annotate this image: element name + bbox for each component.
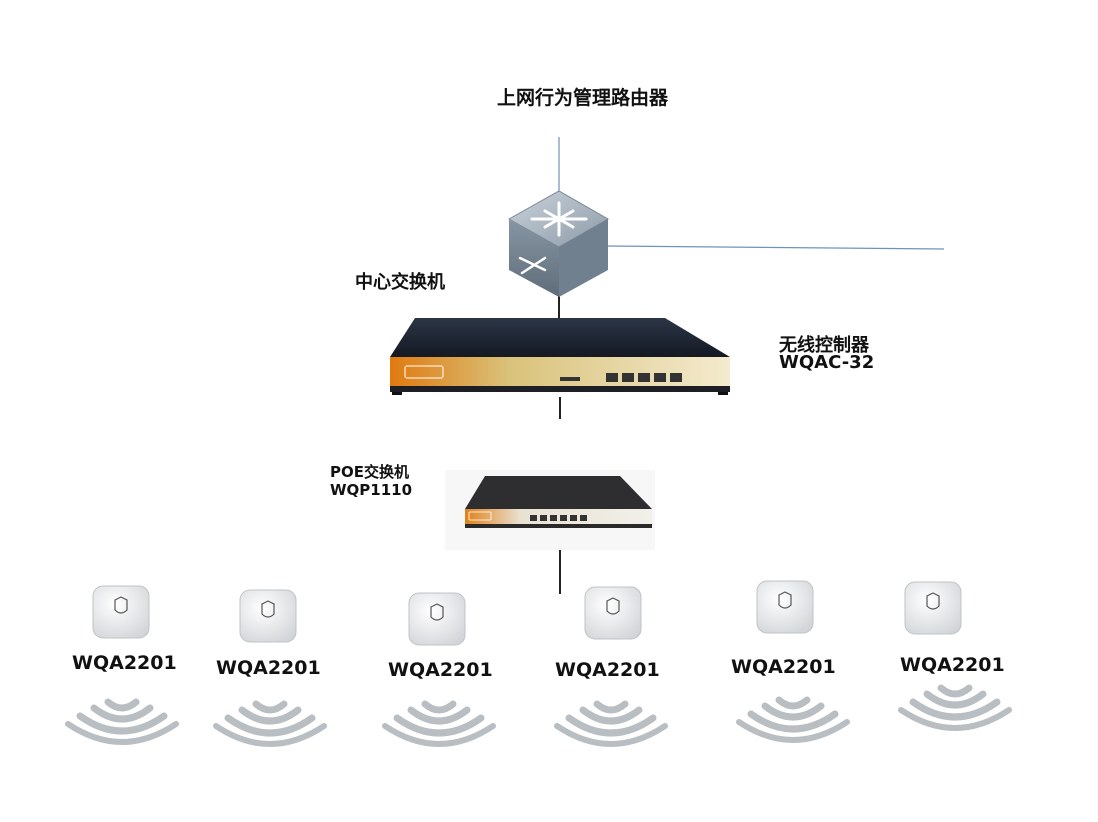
core-switch-icon [507,190,610,297]
core-switch-label: 中心交换机 [355,272,445,293]
access-point-3-icon [408,592,466,646]
poe-switch-model: WQP1110 [330,481,413,499]
wifi-wave-1-icon [65,698,179,745]
access-point-1-icon [92,585,150,639]
wifi-wave-6-icon [898,684,1012,731]
wifi-wave-5-icon [736,696,850,743]
wifi-wave-2-icon [213,700,327,747]
ap-6-label: WQA2201 [900,654,1005,676]
ap-2-label: WQA2201 [216,657,321,679]
controller-model: WQAC-32 [779,352,875,373]
wifi-waves [65,684,1012,747]
controller-label: 无线控制器 [779,335,869,356]
ap-4-label: WQA2201 [555,659,660,681]
lateral-link-line [604,245,945,250]
wifi-wave-3-icon [382,700,496,747]
router-label: 上网行为管理路由器 [497,87,669,109]
controller-device-icon [390,318,730,395]
ap-5-label: WQA2201 [731,656,836,678]
poe-switch-label: POE交换机 [330,463,409,481]
ap-3-label: WQA2201 [388,659,493,681]
access-point-4-icon [584,586,642,640]
access-point-6-icon [904,581,962,635]
access-point-2-icon [239,589,297,643]
poe-switch-device-icon [445,470,655,550]
wifi-wave-4-icon [554,700,668,747]
access-point-5-icon [756,580,814,634]
ap-1-label: WQA2201 [72,652,177,674]
